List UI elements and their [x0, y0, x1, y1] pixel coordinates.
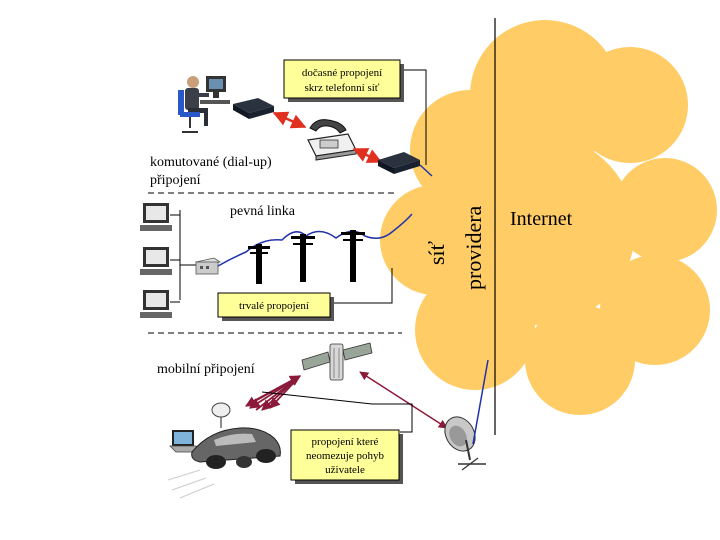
dialup-link-arrow-1: [272, 111, 307, 129]
dialup-section-label-line1: komutované (dial-up): [150, 155, 272, 170]
utility-pole-icon: [248, 244, 270, 284]
internet-cloud: [380, 20, 717, 415]
mobile-signal-arrows: [245, 375, 301, 411]
satellite-icon: [301, 342, 373, 381]
user-at-computer-icon: [178, 76, 230, 133]
leased-line-wire: [217, 213, 413, 267]
dish-provider-link: [472, 359, 489, 445]
lan-bus: [170, 210, 196, 303]
computer-icon: [140, 203, 172, 231]
modem-icon: [378, 152, 420, 174]
dialup-link-arrow-2: [352, 147, 383, 164]
internet-label: Internet: [510, 208, 573, 230]
satellite-dish-link: [359, 371, 448, 429]
utility-pole-icon: [341, 230, 365, 282]
note-permanent: trvalé propojení: [217, 268, 393, 321]
note-mobile-line3: uživatele: [325, 464, 365, 476]
provider-label-line1: síť: [424, 240, 449, 265]
note-mobile: propojení které neomezuje pohyb uživatel…: [261, 391, 413, 484]
modem-icon: [233, 98, 274, 119]
note-temporary-line1: dočasné propojení: [302, 67, 382, 79]
mobile-section-label: mobilní připojení: [157, 362, 255, 377]
computer-icon: [140, 247, 172, 275]
note-permanent-text: trvalé propojení: [239, 300, 309, 312]
satellite-dish-icon: [444, 416, 486, 471]
utility-pole-icon: [291, 234, 315, 282]
car-with-laptop-icon: [167, 402, 281, 499]
note-mobile-line1: propojení které: [312, 436, 379, 448]
telephone-icon: [307, 119, 357, 161]
dialup-provider-link: [419, 164, 433, 177]
note-temporary: dočasné propojení skrz telefonní síť: [283, 59, 427, 165]
note-mobile-line2: neomezuje pohyb: [306, 450, 384, 462]
dialup-section-label-line2: připojení: [150, 173, 201, 188]
provider-label-line2: providera: [461, 205, 486, 290]
leased-line-label: pevná linka: [230, 204, 296, 219]
computer-icon: [140, 290, 172, 318]
note-temporary-line2: skrz telefonní síť: [305, 82, 380, 94]
network-terminal-icon: [194, 257, 222, 275]
